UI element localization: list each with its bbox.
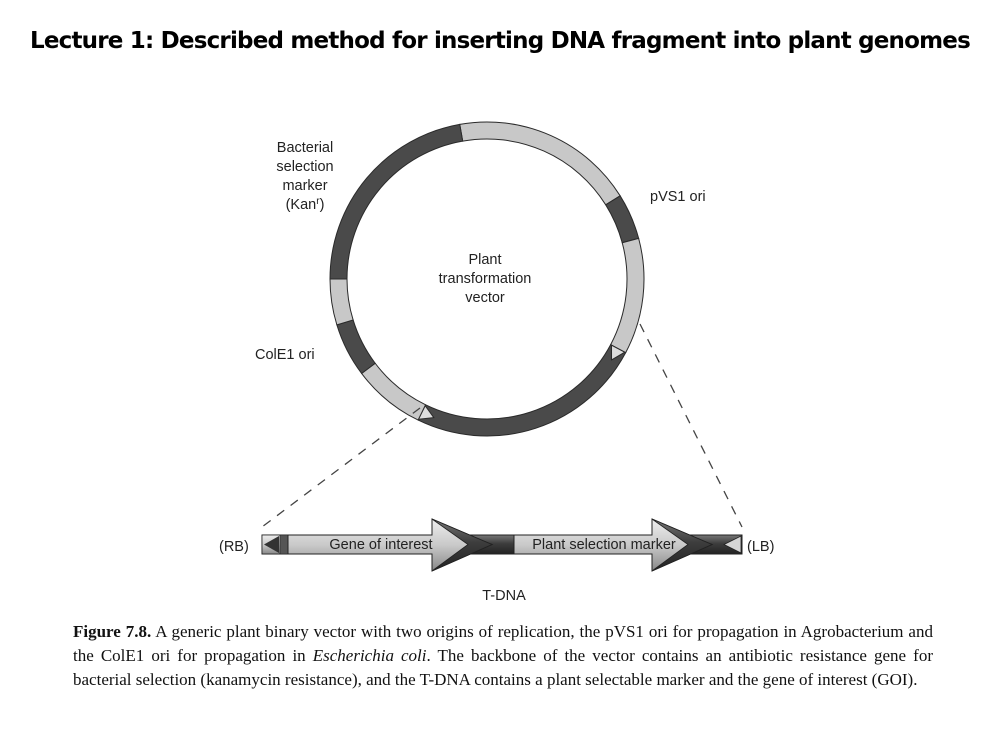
dashed-line-rb bbox=[261, 407, 421, 528]
ring-segment-tdna bbox=[417, 344, 627, 437]
svg-text:Bacterial: Bacterial bbox=[277, 140, 333, 156]
svg-text:transformation: transformation bbox=[439, 271, 532, 287]
pvs1-ori-label: pVS1 ori bbox=[650, 189, 706, 205]
plasmid-ring bbox=[329, 121, 645, 437]
ring-segment-backbone-right bbox=[609, 237, 645, 354]
cole1-ori-label: ColE1 ori bbox=[255, 347, 315, 363]
svg-text:Plant: Plant bbox=[468, 252, 501, 268]
rb-label: (RB) bbox=[219, 539, 249, 555]
ring-segment-kan-marker bbox=[329, 123, 464, 280]
ring-segment-backbone-left bbox=[329, 278, 354, 326]
svg-text:(Kanr): (Kanr) bbox=[286, 196, 325, 213]
ring-segment-pvs1-ori bbox=[605, 195, 640, 244]
ring-rb-border-icon bbox=[417, 404, 435, 420]
tdna-bar bbox=[261, 518, 743, 572]
lb-label: (LB) bbox=[747, 539, 774, 555]
figure-caption: Figure 7.8. A generic plant binary vecto… bbox=[73, 622, 933, 689]
svg-text:selection: selection bbox=[276, 159, 333, 175]
page-title: Lecture 1: Described method for insertin… bbox=[30, 28, 971, 54]
ring-lb-border-icon bbox=[610, 344, 626, 361]
tdna-label: T-DNA bbox=[482, 588, 526, 604]
svg-text:vector: vector bbox=[465, 290, 505, 306]
plasmid-center-label: Plant transformation vector bbox=[439, 252, 532, 306]
svg-text:marker: marker bbox=[282, 178, 327, 194]
goi-label: Gene of interest bbox=[329, 537, 432, 553]
rb-border-icon bbox=[264, 536, 279, 553]
ring-segment-cole1-ori bbox=[336, 319, 376, 375]
dashed-line-lb bbox=[639, 323, 743, 528]
ring-segment-backbone-top bbox=[459, 121, 621, 206]
psm-label: Plant selection marker bbox=[532, 537, 676, 553]
lb-border-icon bbox=[723, 535, 742, 554]
figure-number: Figure 7.8. bbox=[73, 622, 152, 641]
bacterial-marker-label: Bacterial selection marker (Kanr) bbox=[276, 140, 333, 213]
